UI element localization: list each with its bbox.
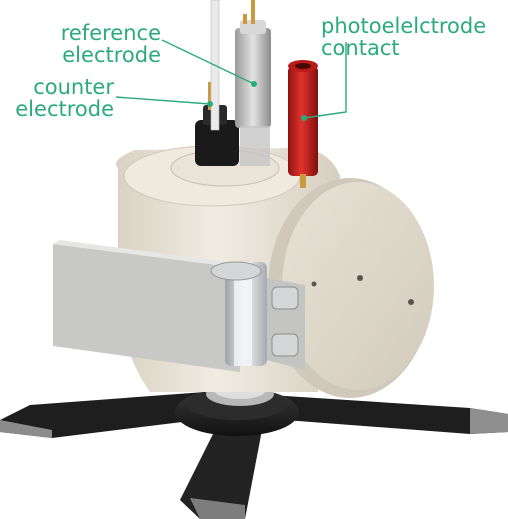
hex-bolt bbox=[271, 333, 299, 357]
counter-electrode-label: counter electrode bbox=[0, 76, 114, 120]
hinge-clamp bbox=[53, 240, 305, 372]
photoelectrode-contact bbox=[288, 60, 318, 188]
front-face bbox=[268, 178, 434, 398]
photo-label-line2: contact bbox=[321, 36, 400, 60]
counter-leader-line bbox=[115, 96, 211, 105]
reference-label-line2: electrode bbox=[62, 43, 161, 67]
tripod-base bbox=[0, 381, 508, 519]
photo-leader-line bbox=[303, 42, 347, 119]
reference-leader-line bbox=[161, 39, 255, 85]
reference-electrode-label: reference electrode bbox=[47, 22, 161, 66]
counter-label-line1: counter bbox=[33, 75, 114, 99]
counter-label-line2: electrode bbox=[15, 97, 114, 121]
photo-label-line1: photoelelctrode bbox=[321, 14, 487, 38]
hex-bolt bbox=[271, 286, 299, 310]
center-hole bbox=[357, 275, 363, 281]
reference-label-line1: reference bbox=[60, 21, 161, 45]
leader-lines bbox=[115, 39, 347, 121]
photoelectrode-contact-label: photoelelctrode contact bbox=[321, 15, 486, 59]
